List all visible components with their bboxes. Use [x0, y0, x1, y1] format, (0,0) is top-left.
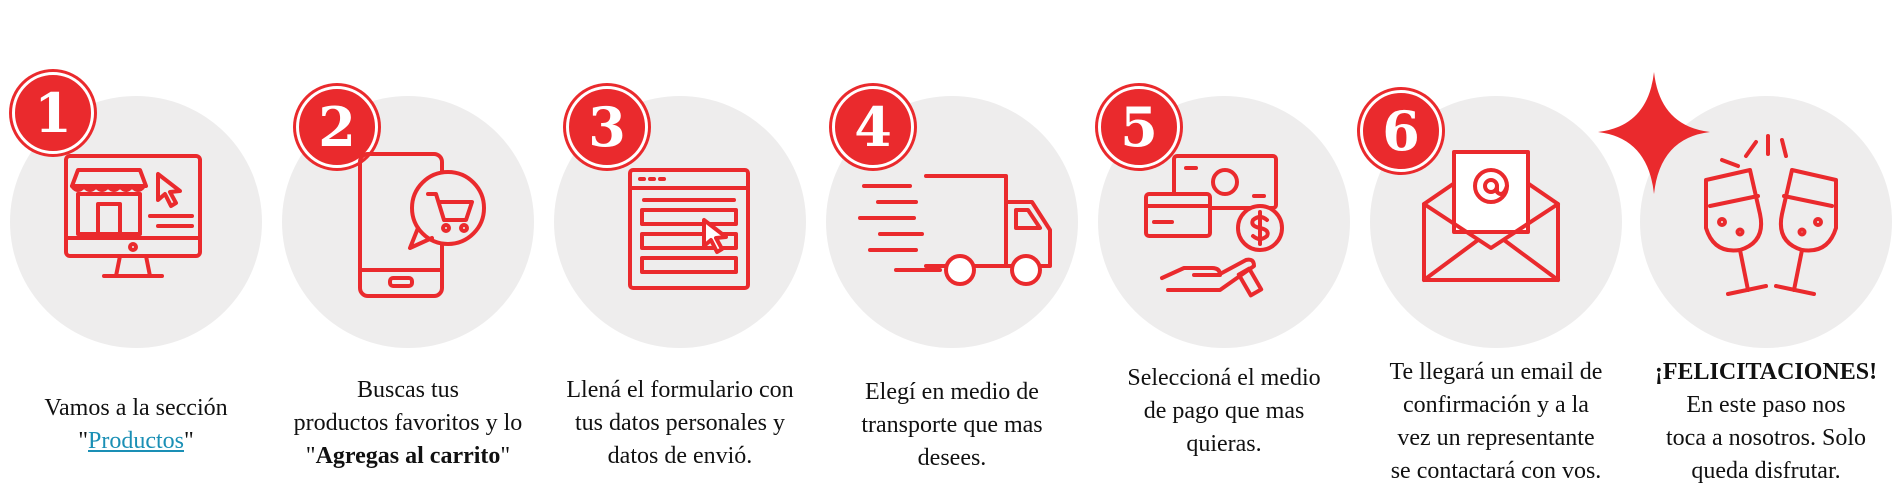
felicitaciones-title: ¡FELICITACIONES!	[1654, 359, 1878, 385]
step-caption: Vamos a la sección "Productos"	[0, 392, 272, 458]
step-1: 1 Vamos a la sección "Productos"	[0, 0, 272, 500]
form-cursor-icon	[624, 164, 754, 294]
caption-line: Seleccioná el medio	[1127, 365, 1321, 391]
quote-mark: "	[500, 443, 511, 469]
caption-line: Vamos a la sección	[44, 395, 228, 421]
caption-line: de pago que mas	[1143, 398, 1305, 424]
step-number-badge: 1	[12, 72, 94, 154]
sparkle-icon	[1594, 68, 1714, 203]
step-caption: Elegí en medio de transporte que mas des…	[816, 376, 1088, 475]
step-caption: Llená el formulario con tus datos person…	[544, 374, 816, 473]
step-2: 2 Buscas tus productos favoritos y lo "A…	[272, 0, 544, 500]
caption-line: tus datos personales y	[575, 410, 785, 436]
caption-line: vez un representante	[1397, 425, 1595, 451]
quote-mark: "	[305, 443, 316, 469]
caption-line: En este paso nos	[1686, 392, 1846, 418]
caption-line: desees.	[917, 445, 987, 471]
caption-line: Te llegará un email de	[1389, 359, 1603, 385]
caption-line: queda disfrutar.	[1691, 458, 1841, 484]
step-number-badge: 6	[1360, 90, 1442, 172]
step-number-badge: 2	[296, 86, 378, 168]
step-3: 3 Llená el formulario con tus datos pers…	[544, 0, 816, 500]
caption-line: Llená el formulario con	[566, 377, 794, 403]
step-5: 5 Seleccioná el medio de pago que mas qu…	[1088, 0, 1360, 500]
payment-icon	[1142, 150, 1292, 300]
caption-line: productos favoritos y lo	[293, 410, 523, 436]
step-caption: Te llegará un email de confirmación y a …	[1360, 356, 1632, 488]
step-6: 6 Te llegará un email de confirmación y …	[1360, 0, 1632, 500]
step-number-badge: 5	[1098, 86, 1180, 168]
caption-line: transporte que mas	[861, 412, 1043, 438]
quote-mark: "	[78, 428, 88, 454]
phone-cart-icon	[352, 150, 492, 300]
caption-line: Buscas tus	[357, 377, 459, 403]
caption-line: "Agregas al carrito"	[272, 440, 544, 473]
step-4: 4 Elegí en medio de transporte que mas d…	[816, 0, 1088, 500]
caption-line: Elegí en medio de	[865, 379, 1039, 405]
caption-line: "Productos"	[0, 425, 272, 458]
delivery-truck-icon	[856, 166, 1056, 296]
celebration-glasses-icon	[1686, 130, 1856, 310]
step-final: ¡FELICITACIONES! En este paso nos toca a…	[1598, 0, 1902, 500]
caption-line: quieras.	[1186, 431, 1262, 457]
agregas-al-carrito-text: Agregas al carrito	[315, 443, 501, 469]
step-number-badge: 3	[566, 86, 648, 168]
step-caption: Buscas tus productos favoritos y lo "Agr…	[272, 374, 544, 473]
quote-mark: "	[184, 428, 194, 454]
caption-line: confirmación y a la	[1403, 392, 1589, 418]
productos-link[interactable]: Productos	[88, 428, 184, 454]
storefront-monitor-icon	[58, 150, 208, 300]
step-caption: Seleccioná el medio de pago que mas quie…	[1088, 362, 1360, 461]
caption-line: se contactará con vos.	[1390, 458, 1602, 484]
step-caption: ¡FELICITACIONES! En este paso nos toca a…	[1630, 356, 1902, 488]
caption-line: datos de envió.	[607, 443, 753, 469]
email-envelope-icon	[1416, 148, 1566, 288]
caption-line: toca a nosotros. Solo	[1666, 425, 1866, 451]
step-number-badge: 4	[832, 86, 914, 168]
